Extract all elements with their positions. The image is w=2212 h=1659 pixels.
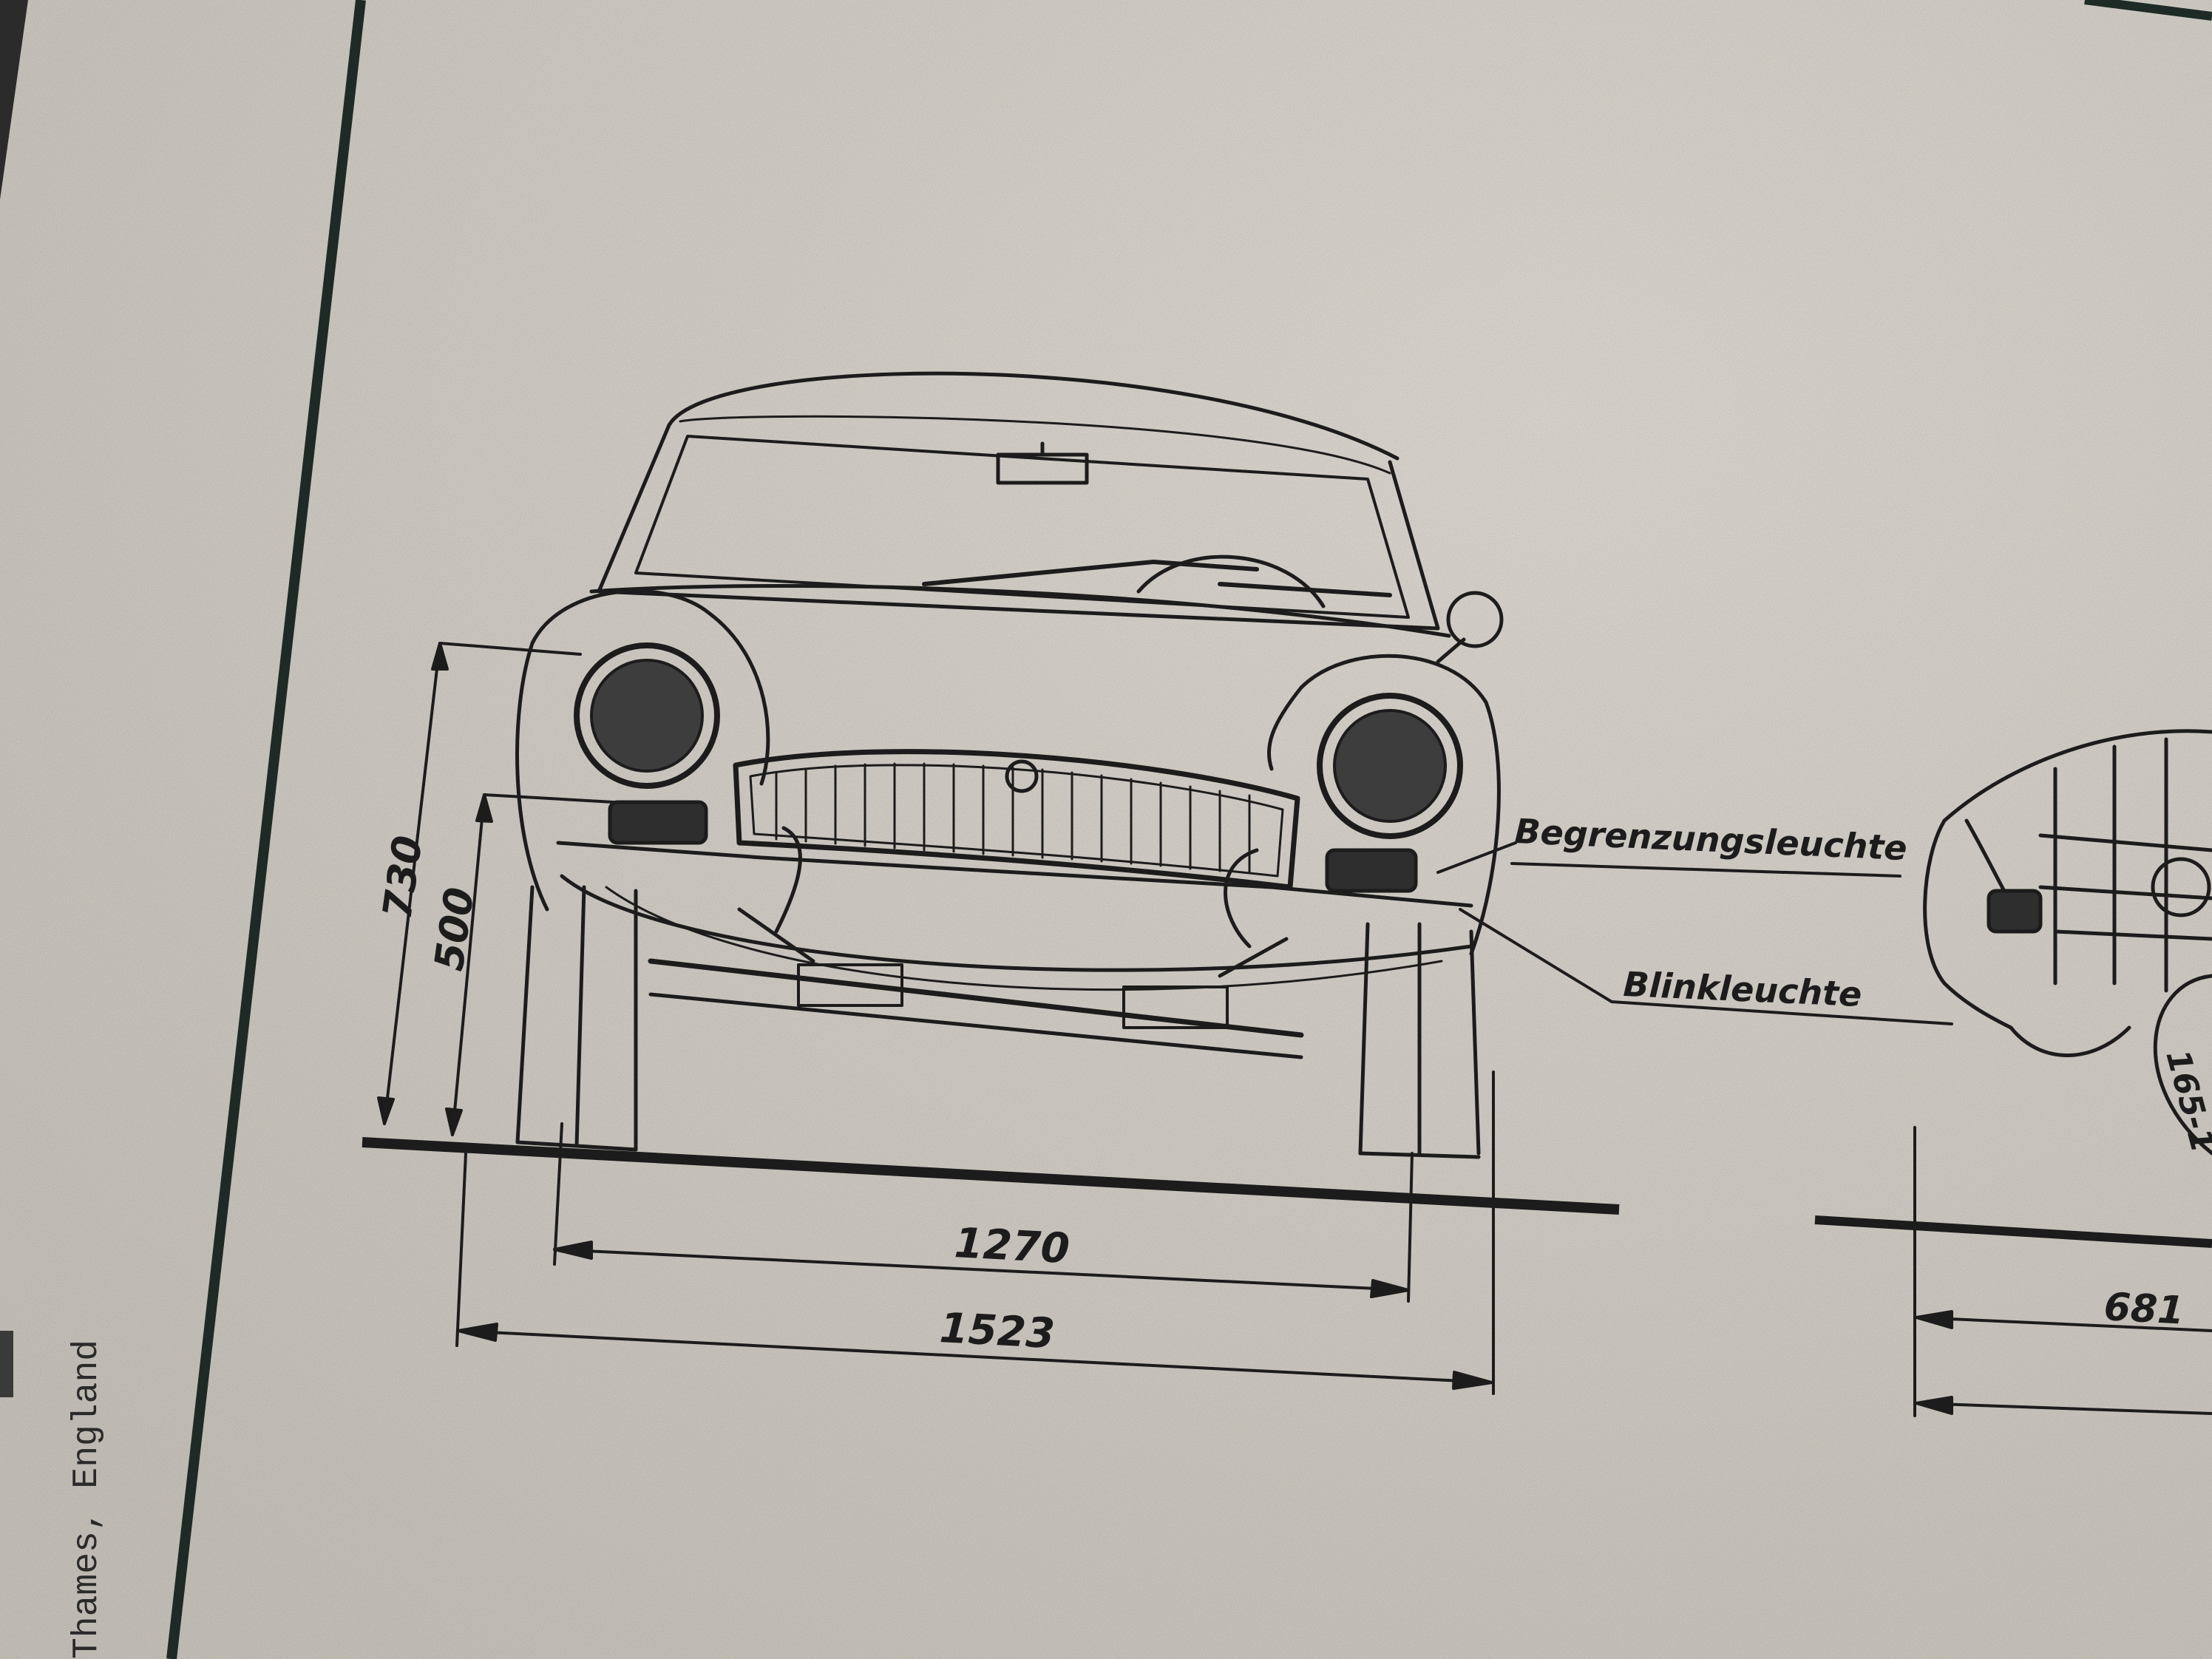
dim-730-label: 730 bbox=[373, 832, 431, 921]
width-dimensions bbox=[455, 1071, 1495, 1395]
border-corner bbox=[2084, 0, 2212, 21]
suspension bbox=[648, 958, 1304, 1038]
badge bbox=[1005, 759, 1039, 793]
car-side-view-fragment bbox=[1923, 729, 2212, 1156]
windscreen-frame bbox=[597, 423, 1440, 631]
left-side-lamp bbox=[608, 800, 708, 845]
right-headlamp bbox=[1317, 693, 1463, 839]
dim-500-label: 500 bbox=[425, 884, 483, 973]
side-ground-line bbox=[1814, 1215, 2212, 1248]
margin-text: Thames, England bbox=[67, 1340, 107, 1659]
side-dimensions bbox=[1913, 1126, 2212, 1417]
side-nose bbox=[1923, 729, 2212, 1030]
dim-1523-label: 1523 bbox=[938, 1304, 1056, 1358]
roof-outline bbox=[667, 371, 1400, 461]
side-wheel bbox=[2154, 974, 2212, 1156]
car-front-view bbox=[515, 371, 1504, 1159]
left-tyre bbox=[515, 885, 638, 1152]
right-wing bbox=[1299, 654, 1501, 956]
left-headlamp bbox=[574, 642, 720, 789]
right-tyre bbox=[1358, 922, 1481, 1156]
border-line bbox=[166, 0, 366, 1659]
front-bumper bbox=[556, 841, 1473, 908]
height-dimensions bbox=[377, 642, 615, 1136]
grille-bars bbox=[775, 762, 1251, 875]
dark-edge bbox=[0, 0, 28, 200]
right-side-lamp bbox=[1325, 848, 1418, 893]
bonnet-line bbox=[589, 584, 1451, 638]
callout-lines bbox=[1436, 841, 1953, 1025]
margin-mark bbox=[0, 1331, 13, 1397]
dim-1270-label: 1270 bbox=[953, 1219, 1071, 1273]
dim-681-label: 681 bbox=[2103, 1285, 2185, 1334]
side-indicator bbox=[1987, 889, 2043, 934]
left-wing bbox=[530, 588, 770, 786]
side-mirror bbox=[1446, 591, 1504, 648]
